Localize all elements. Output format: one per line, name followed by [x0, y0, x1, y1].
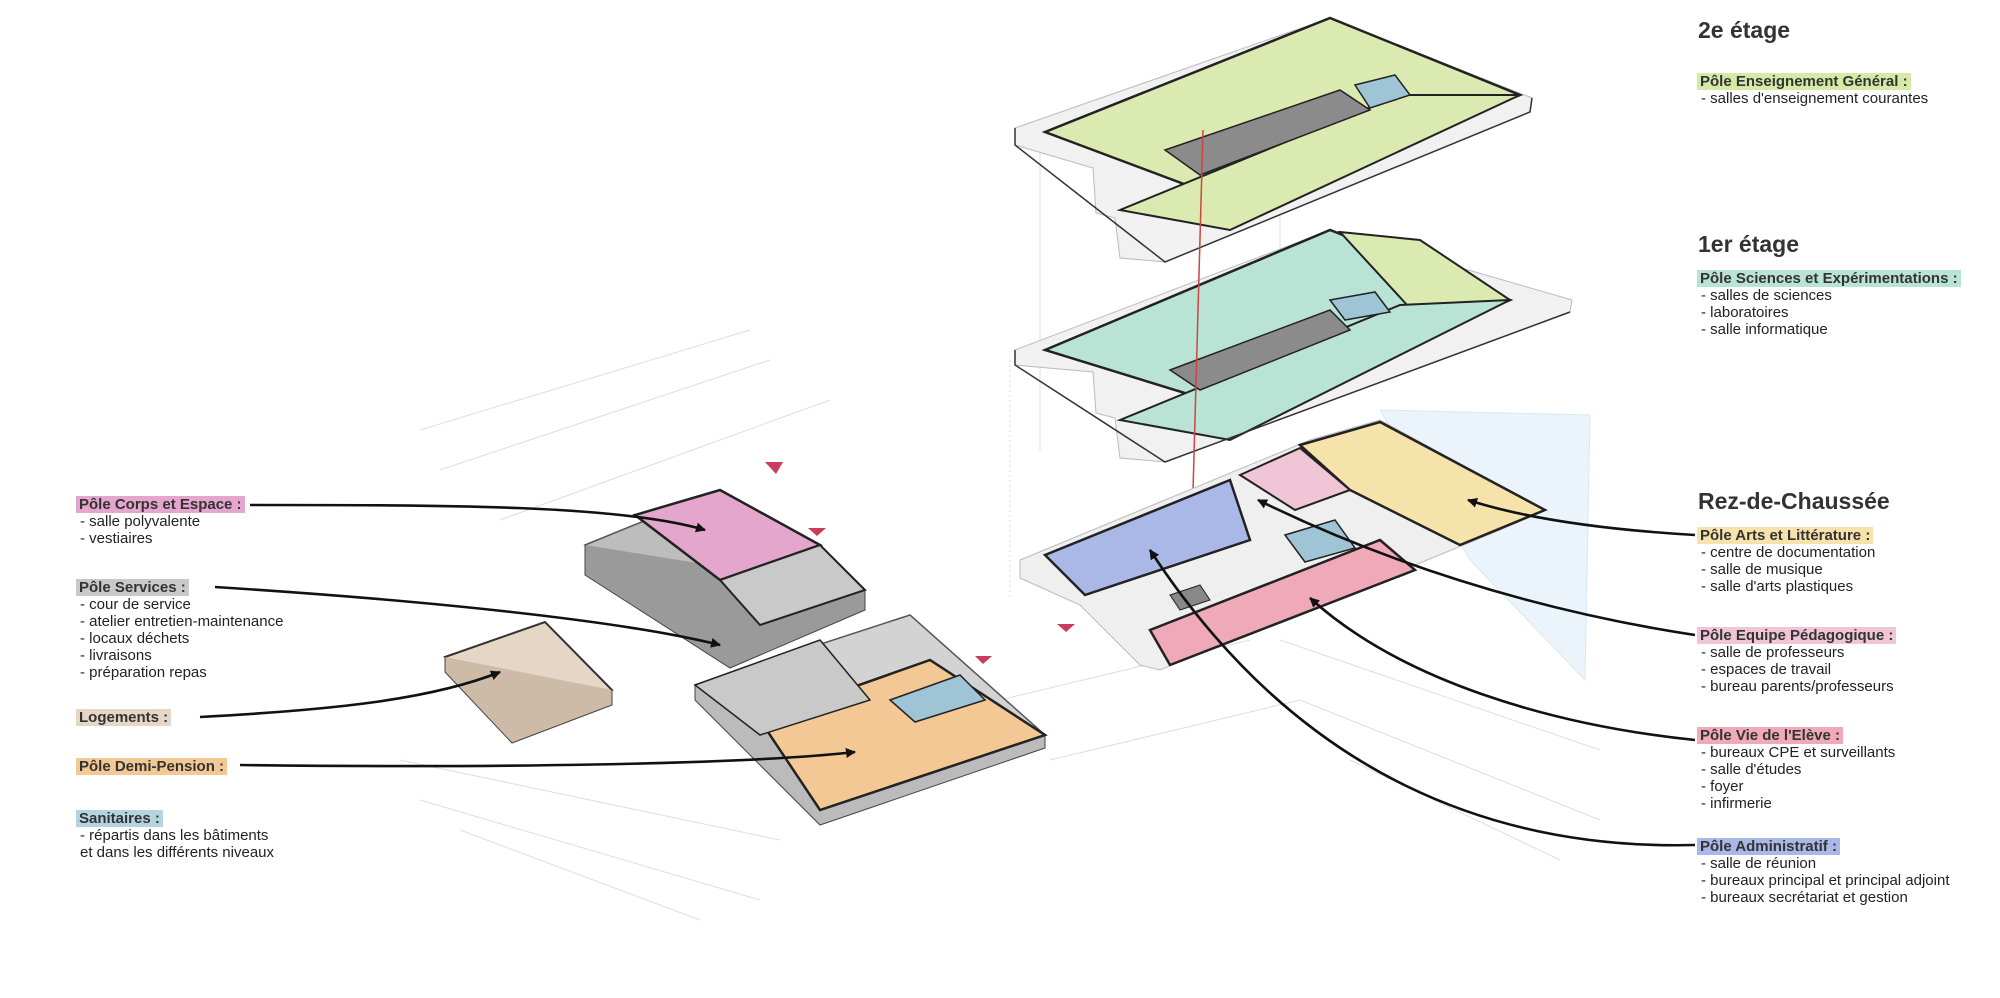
dining-building-plan [693, 614, 1048, 826]
legend-title: Pôle Enseignement Général : [1697, 73, 1911, 90]
legend-equipe-pedagogique: Pôle Equipe Pédagogique : salle de profe… [1697, 627, 1897, 695]
legend-administratif: Pôle Administratif : salle de réunion bu… [1697, 838, 1949, 906]
legend-item: salle de professeurs [1701, 644, 1896, 661]
legend-item: locaux déchets [80, 630, 283, 647]
arrow-vie-eleve [1309, 597, 1696, 742]
legend-item: répartis dans les bâtiments [80, 827, 274, 844]
legend-title: Pôle Corps et Espace : [76, 496, 245, 513]
legend-item: salle informatique [1701, 321, 1961, 338]
legend-item: laboratoires [1701, 304, 1961, 321]
legend-title: Pôle Administratif : [1697, 838, 1840, 855]
level-title-first-floor: 1er étage [1698, 231, 1800, 257]
leader-arrows [199, 498, 1696, 847]
legend-title: Sanitaires : [76, 810, 163, 827]
second-floor-plan [1014, 16, 1533, 263]
housing-building-plan [443, 620, 614, 744]
entrance-markers [765, 462, 1075, 664]
legend-demi-pension: Pôle Demi-Pension : [76, 758, 228, 775]
legend-title: Logements : [76, 709, 172, 726]
legend-logements: Logements : [76, 709, 172, 726]
legend-vie-eleve: Pôle Vie de l'Elève : bureaux CPE et sur… [1697, 727, 1895, 812]
legend-enseignement-general: Pôle Enseignement Général : salles d'ens… [1697, 73, 1928, 107]
level-title-second-floor: 2e étage [1698, 17, 1791, 43]
legend-item: salle d'études [1701, 761, 1895, 778]
legend-item: salle de réunion [1701, 855, 1949, 872]
sport-building-plan [583, 488, 867, 669]
legend-title: Pôle Equipe Pédagogique : [1697, 627, 1897, 644]
legend-item: bureaux CPE et surveillants [1701, 744, 1895, 761]
legend-title: Pôle Sciences et Expérimentations : [1697, 270, 1961, 287]
arrow-demi-pension [239, 748, 856, 768]
arrow-equipe [1257, 498, 1696, 637]
first-floor-plan [1014, 228, 1573, 463]
legend-item: cour de service [80, 596, 283, 613]
legend-item: vestiaires [80, 530, 245, 547]
legend-arts-litterature: Pôle Arts et Littérature : centre de doc… [1697, 527, 1875, 595]
legend-corps-espace: Pôle Corps et Espace : salle polyvalente… [76, 496, 245, 547]
legend-sciences: Pôle Sciences et Expérimentations : sall… [1697, 270, 1961, 338]
legend-item: centre de documentation [1701, 544, 1875, 561]
legend-item: salle d'arts plastiques [1701, 578, 1875, 595]
legend-item: salles d'enseignement courantes [1701, 90, 1928, 107]
legend-title: Pôle Arts et Littérature : [1697, 527, 1874, 544]
legend-services: Pôle Services : cour de service atelier … [76, 579, 283, 681]
legend-item: salle de musique [1701, 561, 1875, 578]
legend-item: foyer [1701, 778, 1895, 795]
legend-sanitaires: Sanitaires : répartis dans les bâtiments… [76, 810, 274, 861]
legend-item: infirmerie [1701, 795, 1895, 812]
legend-title: Pôle Demi-Pension : [76, 758, 228, 775]
level-title-ground-floor: Rez-de-Chaussée [1698, 488, 1890, 514]
legend-title: Pôle Services : [76, 579, 189, 596]
arrow-administratif [1148, 549, 1696, 847]
legend-item: salle polyvalente [80, 513, 245, 530]
legend-item: espaces de travail [1701, 661, 1896, 678]
arrow-logements [199, 670, 501, 719]
legend-item: bureaux principal et principal adjoint [1701, 872, 1949, 889]
legend-item: salles de sciences [1701, 287, 1961, 304]
legend-item-continuation: et dans les différents niveaux [80, 844, 275, 861]
legend-item: préparation repas [80, 664, 283, 681]
arrow-arts [1467, 498, 1696, 537]
legend-item: bureau parents/professeurs [1701, 678, 1896, 695]
legend-title: Pôle Vie de l'Elève : [1697, 727, 1844, 744]
legend-item: livraisons [80, 647, 283, 664]
ground-floor-east-plan [1019, 419, 1548, 671]
legend-item: atelier entretien-maintenance [80, 613, 283, 630]
arrow-corps-espace [249, 503, 706, 533]
arrow-services [214, 585, 721, 648]
legend-item: bureaux secrétariat et gestion [1701, 889, 1949, 906]
